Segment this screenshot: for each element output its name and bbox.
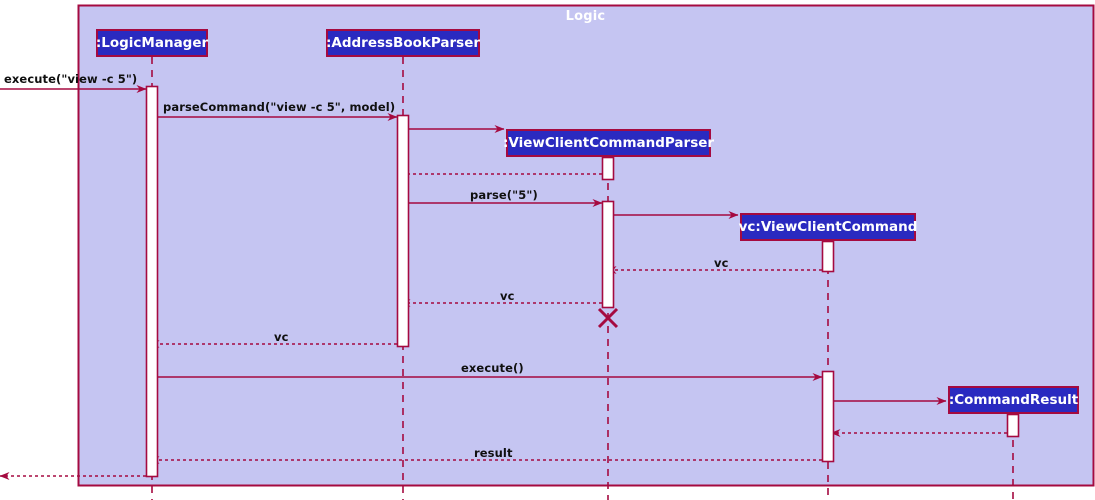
message-layer <box>0 85 1007 480</box>
participant-label: :AddressBookParser <box>325 35 481 51</box>
participant-label: vc:ViewClientCommand <box>738 219 918 235</box>
participant-logicmanager[interactable]: :LogicManager <box>96 29 208 57</box>
activation-bar-viewclientcommandparser-3 <box>601 200 615 309</box>
destroy-layer <box>597 307 619 329</box>
frame-title: Logic <box>565 9 606 24</box>
message-label-m1: execute("view -c 5") <box>4 72 138 86</box>
participant-viewclientcommandparser[interactable]: :ViewClientCommandParser <box>502 129 715 157</box>
frame-layer <box>77 4 1095 487</box>
message-label-m2: parseCommand("view -c 5", model) <box>163 100 396 114</box>
participant-commandresult[interactable]: :CommandResult <box>948 386 1079 414</box>
message-label-m5: parse("5") <box>470 188 538 202</box>
message-label-m10: execute() <box>461 361 524 375</box>
message-label-m8: vc <box>500 289 515 303</box>
activation-layer <box>145 85 1020 478</box>
participant-viewclientcommand[interactable]: vc:ViewClientCommand <box>738 213 918 241</box>
activation-bar-logicmanager-0 <box>145 85 159 478</box>
activation-bar-addressbookparser-1 <box>396 114 410 348</box>
diagram-frame <box>77 4 1095 487</box>
activation-bar-viewclientcommand-5 <box>821 370 835 463</box>
message-label-m9: vc <box>274 330 289 344</box>
activation-bar-viewclientcommandparser-2 <box>601 156 615 181</box>
activation-bar-viewclientcommand-4 <box>821 240 835 273</box>
participant-label: :LogicManager <box>95 35 209 51</box>
participant-label: :CommandResult <box>948 392 1079 408</box>
destroy-marker-viewclientcommandparser <box>597 307 619 329</box>
message-label-m13: result <box>474 446 513 460</box>
participant-label: :ViewClientCommandParser <box>502 135 715 151</box>
participant-addressbookparser[interactable]: :AddressBookParser <box>326 29 480 57</box>
message-label-m7: vc <box>714 256 729 270</box>
activation-bar-commandresult-6 <box>1006 413 1020 438</box>
